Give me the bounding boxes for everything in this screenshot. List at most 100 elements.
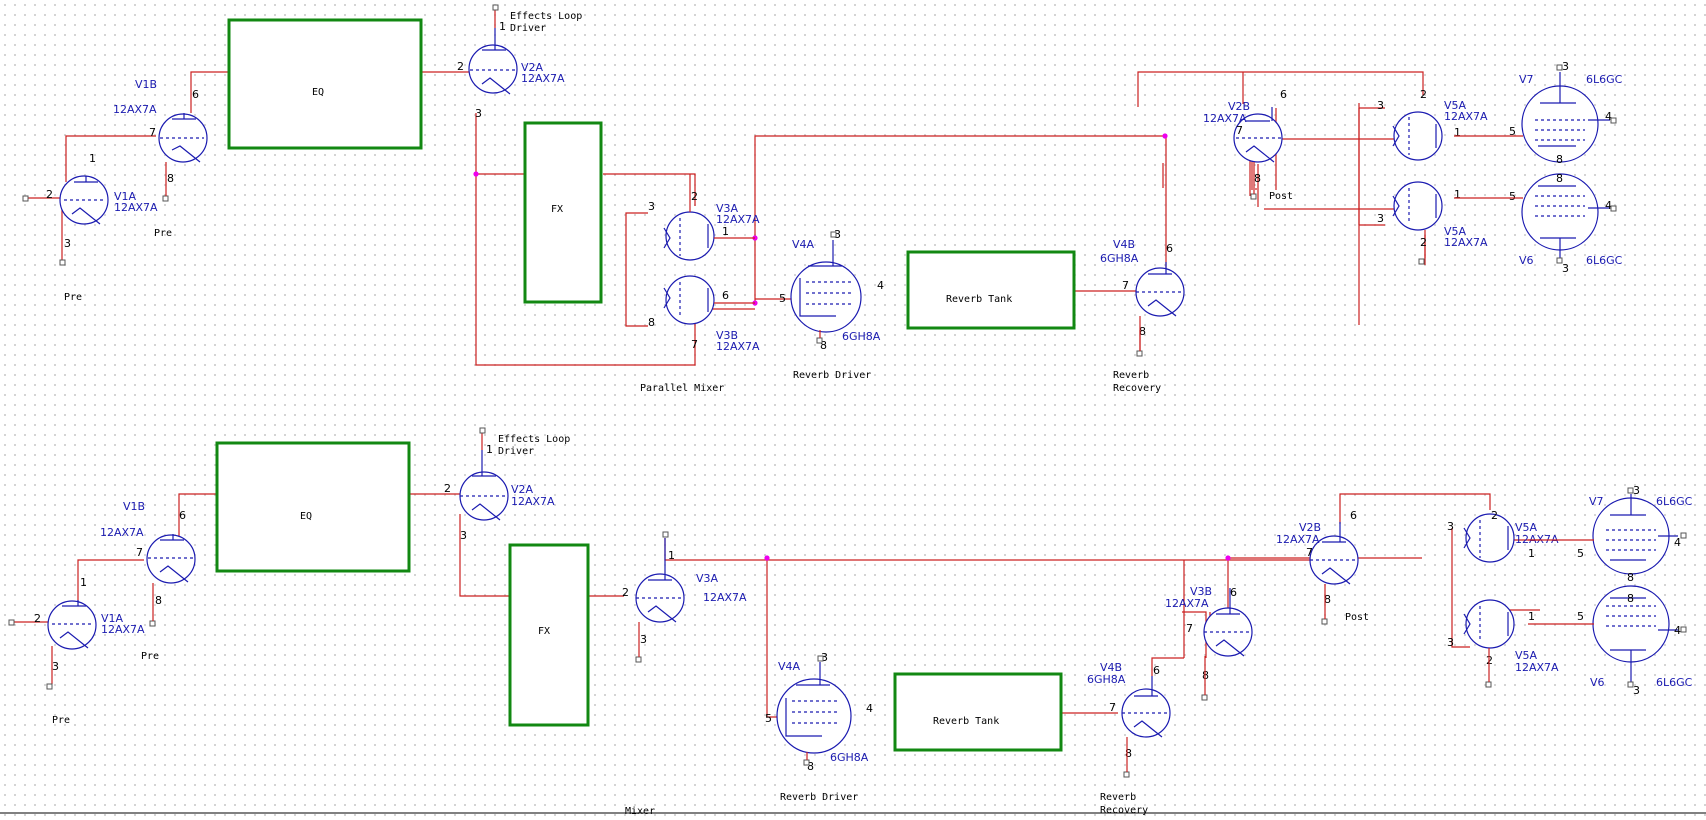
svg-text:1: 1: [1528, 610, 1535, 623]
svg-text:1: 1: [499, 20, 506, 33]
v5a-label-2: V5A: [1444, 225, 1467, 238]
terminal: [830, 231, 837, 238]
triode-icon: [665, 211, 715, 261]
eq-label: EQ: [312, 87, 324, 98]
svg-text:1: 1: [80, 576, 87, 589]
v4b-type: 6GH8A: [1100, 252, 1139, 265]
svg-text:2: 2: [622, 586, 629, 599]
terminal: [662, 531, 669, 538]
effects-loop-label: Effects Loop: [510, 11, 582, 22]
v3a-label-b: V3A: [696, 572, 719, 585]
post-label: Post: [1269, 191, 1293, 202]
svg-text:4: 4: [877, 279, 884, 292]
terminal: [1418, 258, 1425, 265]
terminal: [1321, 618, 1328, 625]
triode-icon: [1233, 113, 1283, 163]
svg-text:3: 3: [1377, 99, 1384, 112]
svg-text:2: 2: [457, 60, 464, 73]
tube-v1a: 1 2 3 V1A 12AX7A: [46, 152, 158, 250]
pentode-icon: [790, 261, 862, 333]
svg-text:8: 8: [1254, 172, 1261, 185]
svg-text:5: 5: [1577, 547, 1584, 560]
reverb-tank-block: [906, 250, 1076, 330]
svg-text:2: 2: [444, 482, 451, 495]
triode-icon: [1465, 513, 1515, 563]
reverb-label: Reverb: [1113, 370, 1149, 381]
svg-text:7: 7: [691, 338, 698, 351]
terminal: [46, 683, 53, 690]
svg-text:3: 3: [640, 633, 647, 646]
svg-text:8: 8: [155, 594, 162, 607]
svg-text:1: 1: [1454, 126, 1461, 139]
svg-text:7: 7: [136, 546, 143, 559]
v6-type: 6L6GC: [1586, 254, 1623, 267]
svg-text:4: 4: [1605, 199, 1612, 212]
svg-text:4: 4: [1674, 536, 1681, 549]
tube-v2b-b: 6 7 8 V2B 12AX7A: [1276, 509, 1359, 606]
triode-icon: [146, 534, 196, 584]
junction-node: [1225, 555, 1231, 561]
svg-text:7: 7: [149, 126, 156, 139]
v4a-label: V4A: [792, 238, 815, 251]
v4a-label-b: V4A: [778, 660, 801, 673]
svg-text:1: 1: [89, 152, 96, 165]
terminal: [492, 4, 499, 11]
v3b-label-b: V3B: [1190, 585, 1212, 598]
terminal: [1556, 64, 1563, 71]
tube-v4a-b: 3 5 4 8 V4A 6GH8A: [765, 651, 873, 773]
v7-label: V7: [1519, 73, 1534, 86]
v4b-label-b: V4B: [1100, 661, 1122, 674]
svg-text:8: 8: [820, 339, 827, 352]
svg-text:7: 7: [1186, 622, 1193, 635]
tube-v4a: 3 5 4 8 V4A 6GH8A: [779, 228, 884, 352]
v3a-type: 12AX7A: [716, 213, 760, 226]
svg-text:3: 3: [1562, 60, 1569, 73]
svg-text:8: 8: [648, 316, 655, 329]
v5a-type: 12AX7A: [1444, 110, 1488, 123]
tube-v4b: 6 7 8 V4B 6GH8A: [1100, 238, 1185, 338]
svg-text:8: 8: [1627, 571, 1634, 584]
terminal: [1627, 487, 1634, 494]
svg-text:8: 8: [1139, 325, 1146, 338]
eq-block-2: [215, 441, 411, 573]
v4b-type-b: 6GH8A: [1087, 673, 1126, 686]
svg-text:2: 2: [1420, 88, 1427, 101]
reverb-tank-label-2: Reverb Tank: [933, 716, 999, 727]
svg-text:6: 6: [1230, 586, 1237, 599]
svg-text:1: 1: [486, 443, 493, 456]
v5a-label: V5A: [1444, 99, 1467, 112]
fx-block: [523, 121, 603, 304]
svg-text:8: 8: [1556, 153, 1563, 166]
terminal: [1680, 532, 1687, 539]
tube-v3b-b: 6 7 8 V3B 12AX7A: [1165, 585, 1253, 682]
svg-text:6: 6: [1350, 509, 1357, 522]
tube-v3a: 2 3 1 V3A 12AX7A: [648, 190, 760, 261]
terminal: [1136, 350, 1143, 357]
tube-v7: 3 5 4 8 V7 6L6GC: [1509, 60, 1623, 166]
triode-icon: [1393, 181, 1443, 231]
svg-text:3: 3: [475, 107, 482, 120]
v4a-type: 6GH8A: [842, 330, 881, 343]
svg-text:2: 2: [34, 612, 41, 625]
terminal: [1250, 193, 1257, 200]
svg-text:4: 4: [866, 702, 873, 715]
svg-text:1: 1: [668, 549, 675, 562]
tube-v5a-upper-b: 2 3 1 V5A 12AX7A: [1447, 509, 1559, 563]
triode-icon: [47, 600, 97, 650]
v6-type-b: 6L6GC: [1656, 676, 1693, 689]
v1a-type: 12AX7A: [114, 201, 158, 214]
v7-type: 6L6GC: [1586, 73, 1623, 86]
svg-text:7: 7: [1109, 701, 1116, 714]
svg-text:2: 2: [691, 190, 698, 203]
v2b-label-b: V2B: [1299, 521, 1321, 534]
tube-v7-b: 3 5 4 8 V7 6L6GC: [1577, 484, 1693, 584]
svg-text:3: 3: [52, 660, 59, 673]
svg-text:7: 7: [1122, 279, 1129, 292]
svg-text:8: 8: [1556, 172, 1563, 185]
svg-text:8: 8: [807, 760, 814, 773]
parallel-mixer-label: Parallel Mixer: [640, 383, 724, 394]
terminal: [1610, 117, 1617, 124]
svg-text:3: 3: [834, 228, 841, 241]
terminal: [1123, 771, 1130, 778]
v1b-type: 12AX7A: [113, 103, 157, 116]
